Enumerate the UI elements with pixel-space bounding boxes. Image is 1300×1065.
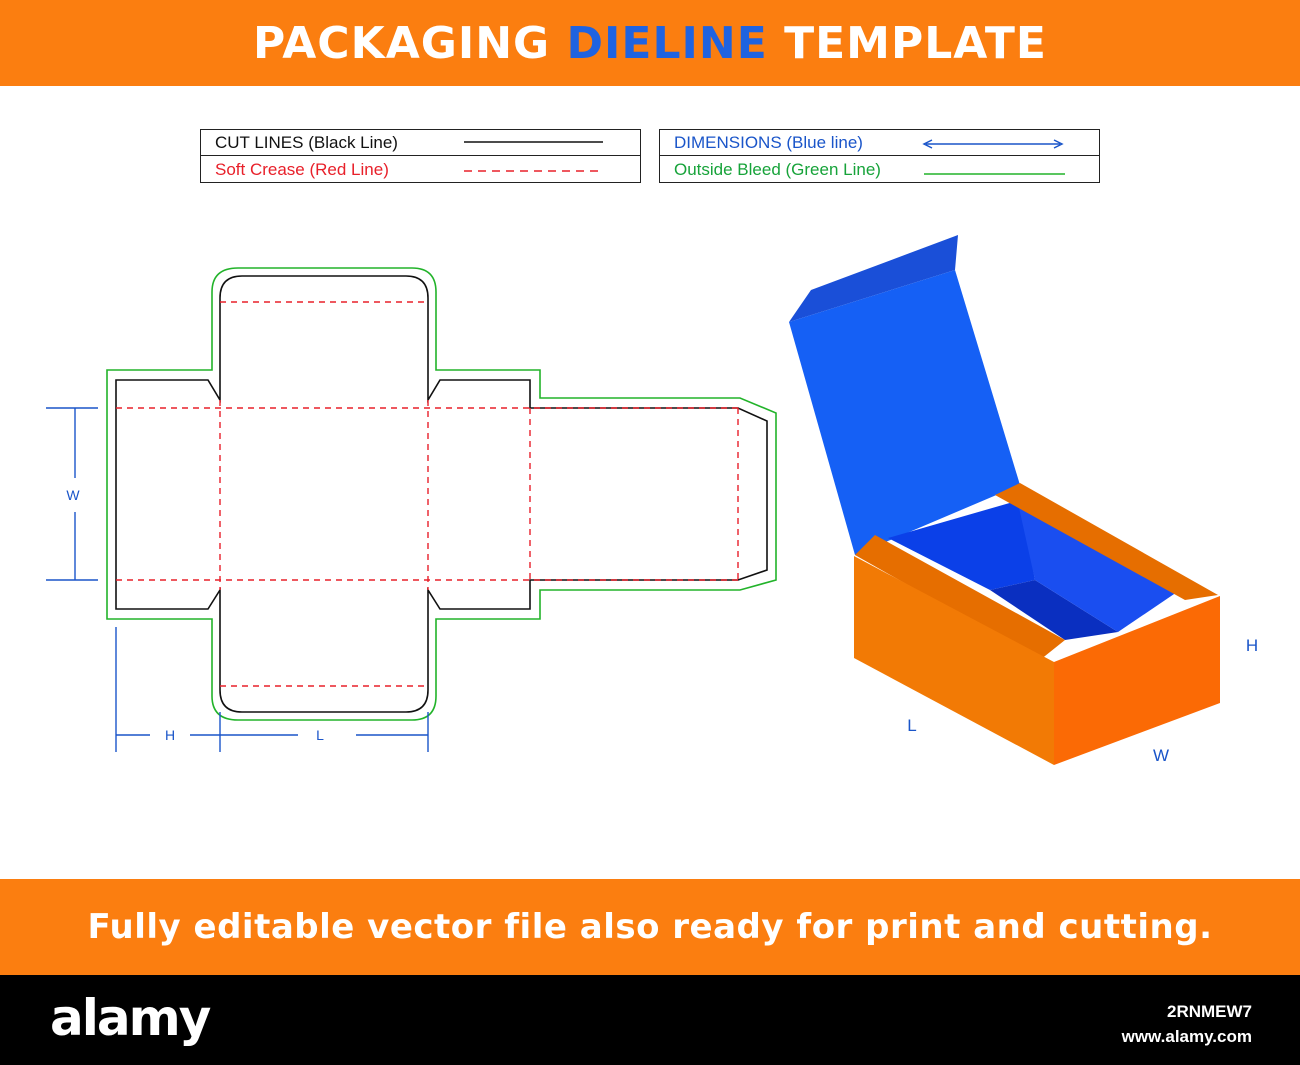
tagline-text: Fully editable vector file also ready fo… [87,907,1213,947]
interior-floor [990,580,1118,640]
title-part-2: TEMPLATE [784,17,1047,69]
legend-bleed-line-sample [924,173,1065,175]
legend-row-dimensions: DIMENSIONS (Blue line) [660,130,1099,156]
cut-outline [115,275,768,713]
crease-lines [116,301,739,687]
front-face [854,556,1054,765]
legend-soft-crease-label: Soft Crease (Red Line) [215,160,389,179]
image-id-block: 2RNMEW7 www.alamy.com [1122,999,1252,1049]
page-title: PACKAGING DIELINE TEMPLATE [253,18,1047,69]
dieline-label-l: L [316,727,324,743]
title-part-1: PACKAGING [253,17,551,69]
right-face [1054,596,1220,765]
image-id: 2RNMEW7 [1166,1002,1252,1021]
right-flap [995,483,1218,600]
tagline-banner: Fully editable vector file also ready fo… [0,879,1300,975]
site-url: www.alamy.com [1121,1027,1252,1046]
legend-row-soft-crease: Soft Crease (Red Line) [201,157,640,183]
dimension-lines [46,407,429,752]
watermark-footer: alamy 2RNMEW7 www.alamy.com [0,975,1300,1065]
box-label-h: H [1246,636,1258,655]
interior-wall [888,500,1035,590]
legend-row-cut-lines: CUT LINES (Black Line) [201,130,640,156]
box-label-l: L [907,716,916,735]
box-label-w: W [1153,746,1169,765]
brand-logo: alamy [50,989,211,1047]
legend-dimensions-label: DIMENSIONS (Blue line) [674,132,863,152]
diagram-canvas: W H L H L W [46,235,1258,765]
header-banner: PACKAGING DIELINE TEMPLATE [0,0,1300,86]
legend-dimension-arrow-sample [922,139,1064,149]
left-flap [855,535,1065,660]
interior-side [1018,503,1180,632]
legend-crease-line-sample [464,170,603,172]
legend-row-outside-bleed: Outside Bleed (Green Line) [660,157,1099,183]
legend-outside-bleed-label: Outside Bleed (Green Line) [674,160,881,179]
title-accent: DIELINE [566,17,768,69]
dieline-label-h: H [165,727,175,743]
legend-cut-lines-label: CUT LINES (Black Line) [215,132,398,152]
legend-cut-line-sample [464,141,603,143]
dieline-label-w: W [66,487,80,503]
bleed-outline [106,267,777,721]
box-3d [789,235,1220,765]
legend-right: DIMENSIONS (Blue line) Outside Bleed (Gr… [659,129,1100,183]
lid-edge [789,235,958,322]
legend-left: CUT LINES (Black Line) Soft Crease (Red … [200,129,641,183]
lid-panel [789,270,1020,555]
